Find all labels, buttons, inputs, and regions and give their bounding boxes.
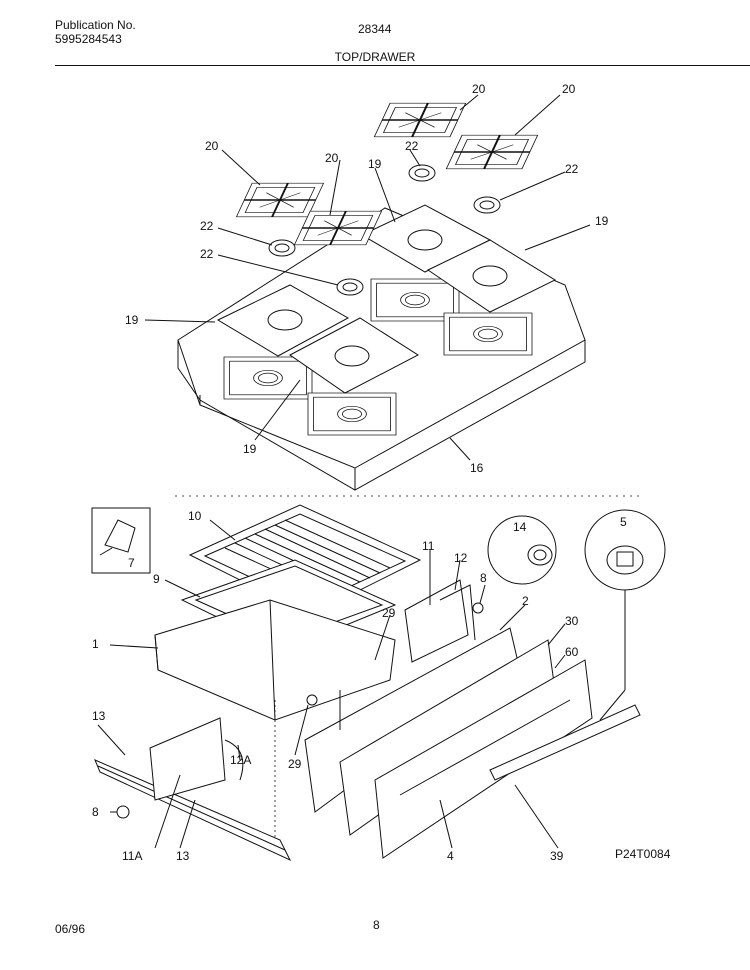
callout-39: 39 (550, 849, 564, 863)
callout-2: 2 (522, 594, 529, 608)
callout-20: 20 (562, 82, 576, 96)
callout-29: 29 (382, 606, 396, 620)
inset-part-7 (91, 507, 151, 574)
callout-16: 16 (470, 461, 484, 475)
callout-leaders (97, 94, 591, 849)
cooktop-assembly (177, 102, 586, 491)
callout-13: 13 (176, 849, 190, 863)
callout-8: 8 (92, 805, 99, 819)
screw-29 (306, 694, 318, 706)
fastener-8 (472, 602, 484, 614)
callout-11A: 11A (122, 849, 142, 863)
section-title: TOP/DRAWER (334, 50, 416, 64)
publication-label: Publication No. (55, 18, 136, 32)
callout-20: 20 (325, 151, 339, 165)
callout-60: 60 (565, 645, 579, 659)
burner-pan-19 (216, 204, 557, 394)
callout-11: 11 (422, 539, 435, 553)
drawer-assembly (91, 504, 666, 862)
fastener-8b (116, 805, 130, 819)
callout-14: 14 (513, 520, 527, 534)
callout-8: 8 (480, 571, 487, 585)
callout-7: 7 (128, 556, 135, 570)
callout-22: 22 (565, 162, 579, 176)
callout-29: 29 (288, 757, 302, 771)
diagram-code: P24T0084 (615, 847, 671, 861)
callout-20: 20 (205, 139, 219, 153)
burner-tube-11 (404, 579, 469, 663)
knob-detail-14 (487, 515, 557, 585)
callout-22: 22 (405, 139, 419, 153)
callout-19: 19 (368, 157, 382, 171)
callout-12A: 12A (230, 753, 251, 767)
wire-12A (224, 739, 244, 781)
callout-19: 19 (125, 313, 139, 327)
header-divider (55, 65, 750, 66)
callout-4: 4 (447, 849, 454, 863)
callout-1: 1 (92, 637, 99, 651)
callout-20: 20 (472, 82, 486, 96)
footer-date: 06/96 (55, 922, 86, 936)
callout-19: 19 (595, 214, 609, 228)
callout-9: 9 (153, 572, 160, 586)
callout-5: 5 (620, 515, 627, 529)
handle-39 (489, 704, 641, 781)
page-number: 8 (373, 918, 380, 932)
publication-number: 5995284543 (55, 32, 122, 46)
callout-13: 13 (92, 709, 106, 723)
callout-10: 10 (188, 509, 202, 523)
callout-22: 22 (200, 219, 214, 233)
callout-19: 19 (243, 442, 257, 456)
model-number: 28344 (358, 22, 392, 36)
callout-22: 22 (200, 247, 214, 261)
callout-30: 30 (565, 614, 579, 628)
callout-12: 12 (454, 551, 468, 565)
drawer-front-4 (374, 659, 593, 859)
burner-ring-22 (268, 164, 501, 296)
rail-13 (94, 759, 292, 862)
rail-bracket-11A (149, 717, 226, 801)
